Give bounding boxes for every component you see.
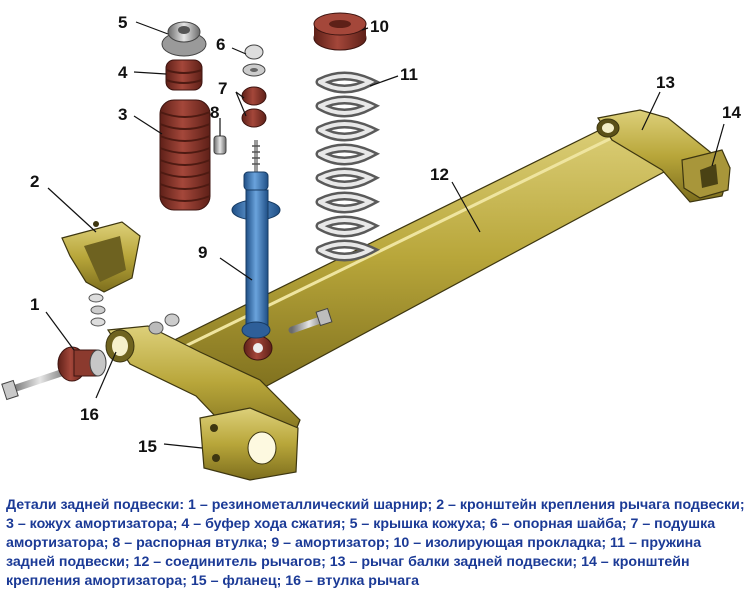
callout-6: 6 — [216, 35, 225, 54]
callout-14: 14 — [722, 103, 741, 122]
rear-suspension-diagram: 1 2 3 4 5 6 7 8 9 10 11 12 13 14 15 16 — [1, 12, 741, 481]
callout-12: 12 — [430, 165, 449, 184]
beam-connector-tube — [148, 119, 691, 397]
bump-stop — [165, 59, 203, 91]
coil-spring — [315, 71, 381, 262]
callout-11: 11 — [400, 65, 418, 84]
callout-16: 16 — [80, 405, 99, 424]
insulating-pad — [313, 12, 367, 51]
spacer-sleeve — [213, 135, 227, 155]
callout-15: 15 — [138, 437, 157, 456]
rear-beam-assembly — [105, 109, 731, 481]
callout-3: 3 — [118, 105, 127, 124]
callout-10: 10 — [370, 17, 389, 36]
shock-cushions — [241, 86, 267, 128]
callout-2: 2 — [30, 172, 39, 191]
cover-cap — [161, 21, 207, 57]
callout-8: 8 — [210, 103, 219, 122]
shock-cover — [159, 99, 211, 211]
rubber-metal-joint — [1, 346, 107, 401]
callout-labels: 1 2 3 4 5 6 7 8 9 10 11 12 13 14 15 16 — [30, 13, 741, 456]
shock-absorber — [231, 140, 281, 339]
leader-lines — [45, 21, 725, 449]
callout-9: 9 — [198, 243, 207, 262]
callout-5: 5 — [118, 13, 127, 32]
bracket-fasteners — [88, 293, 180, 335]
support-washer — [242, 44, 266, 77]
callout-7: 7 — [218, 79, 227, 98]
callout-4: 4 — [118, 63, 128, 82]
callout-13: 13 — [656, 73, 675, 92]
callout-1: 1 — [30, 295, 39, 314]
figure-caption: Детали задней подвески: 1 – резинометалл… — [6, 497, 745, 589]
arm-bracket — [61, 221, 141, 293]
